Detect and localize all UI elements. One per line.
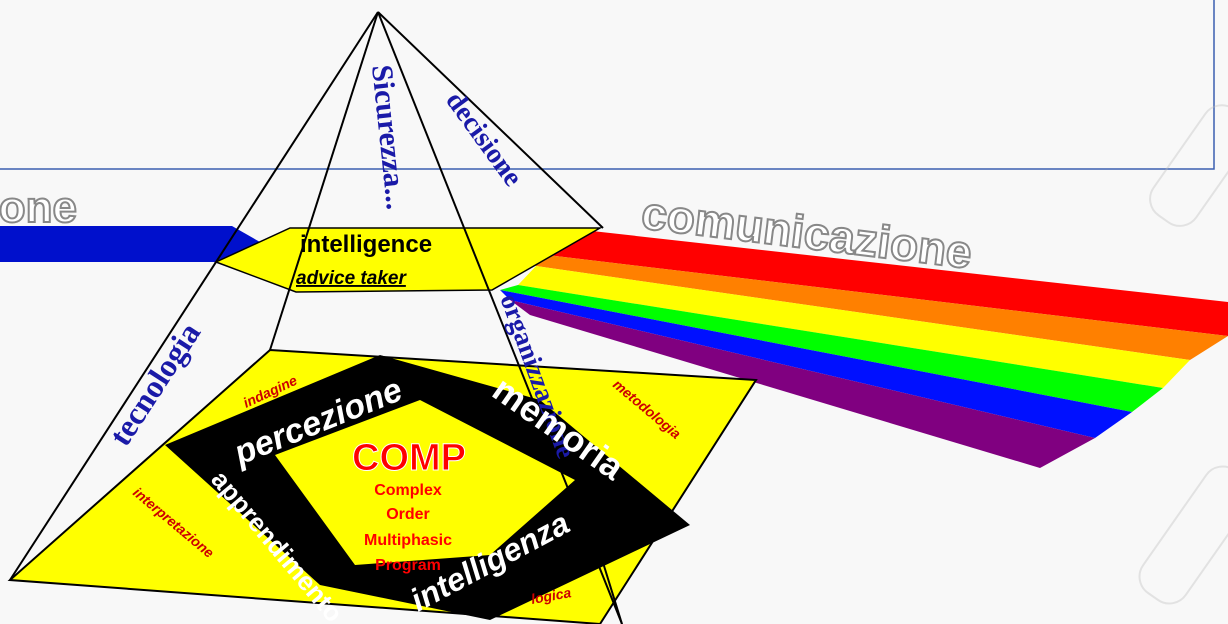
beam-label-left: azione [0,183,77,232]
comp-line: Program [375,557,441,574]
comp-line: Complex [374,482,442,499]
comp-line: Multiphasic [364,532,452,549]
comp-line: Order [386,506,430,523]
content-box [0,0,1214,169]
edge-label-decisione: decisione [439,86,528,192]
edge-label-sicurezza: Sicurezza... [365,63,413,211]
apex-subtitle: advice taker [296,268,407,289]
comp-title: COMP [352,437,466,479]
apex-title: intelligence [300,231,432,258]
